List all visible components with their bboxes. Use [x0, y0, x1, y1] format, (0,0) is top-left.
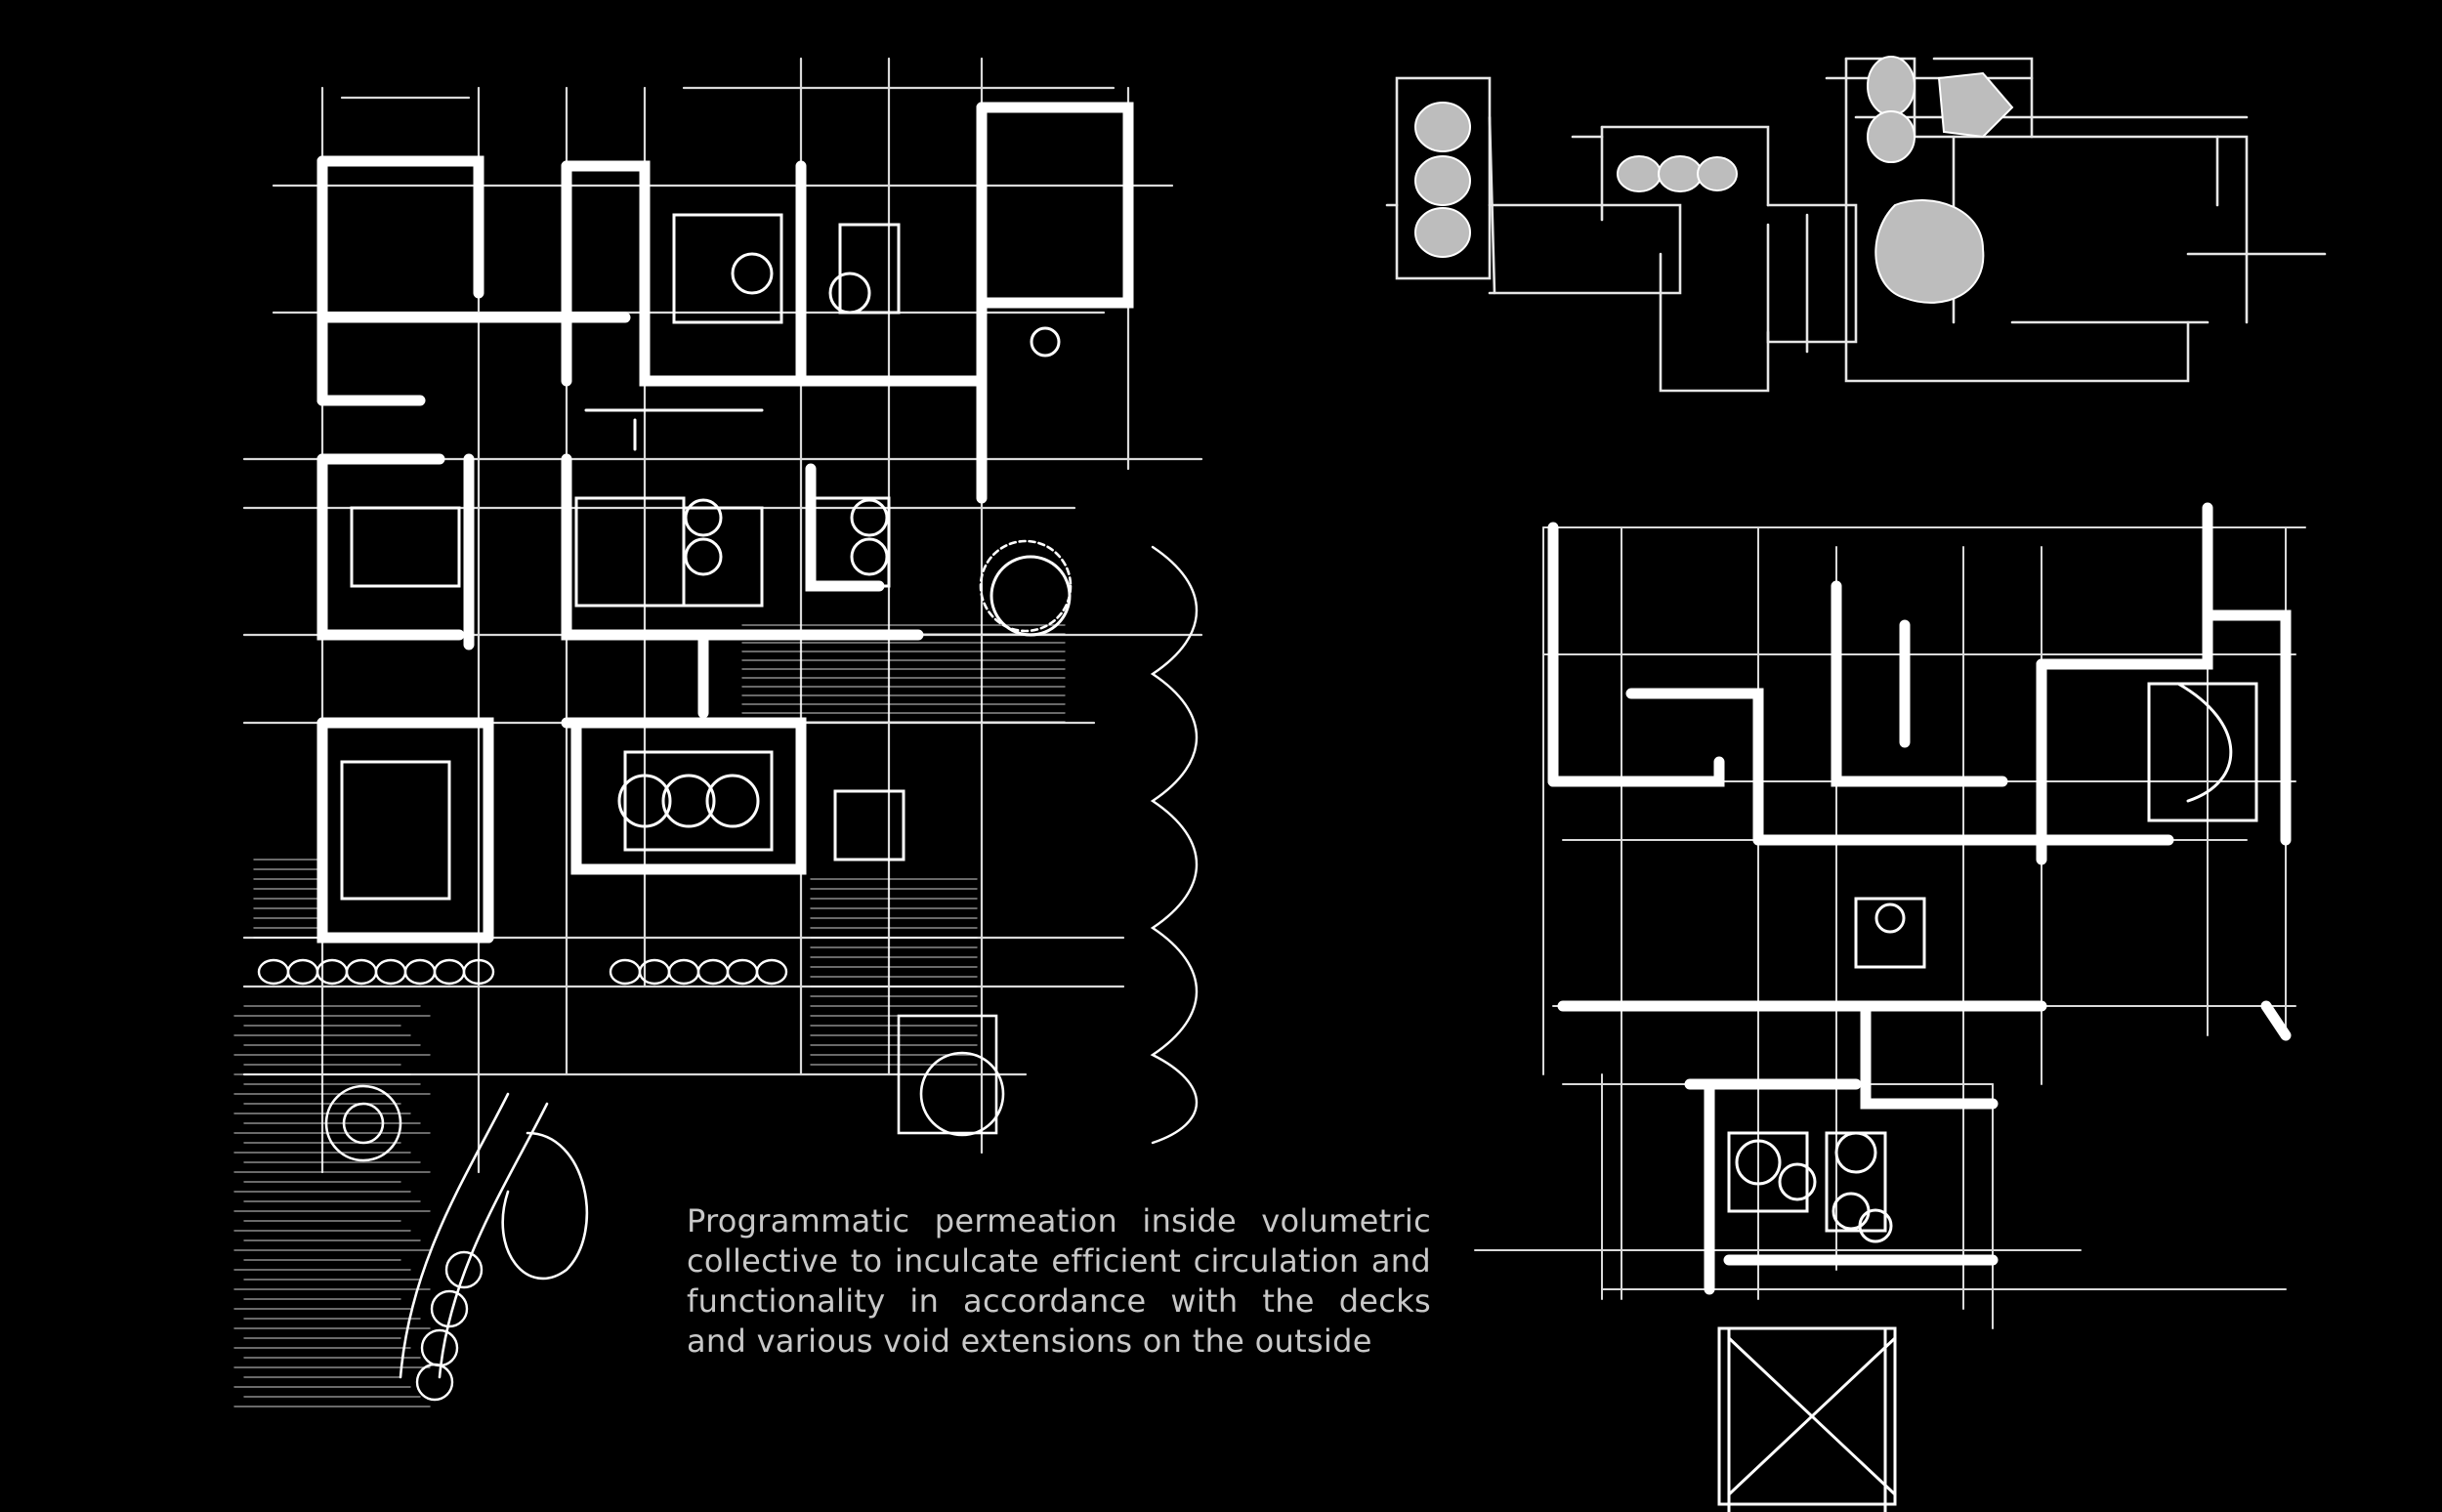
- upper-furniture: [1727, 682, 2258, 1243]
- furniture-outlines: [340, 213, 1072, 901]
- upper-construction-lines: [1474, 507, 2306, 1329]
- deck-hatching: [233, 624, 1066, 1407]
- caption-line-4: and various void extensions on the outsi…: [687, 1323, 1372, 1360]
- upper-walls: [1547, 502, 2292, 1295]
- scalloped-edge: [1150, 545, 1199, 1145]
- caption-line-1: Programmatic permeation inside volumetri…: [687, 1202, 1431, 1239]
- garden-path: [324, 539, 1073, 1379]
- caption-line-2: collective to inculcate efficient circul…: [687, 1242, 1431, 1280]
- planting-row: [257, 958, 788, 1402]
- grey-wash-fills: [1414, 56, 2014, 304]
- sketch-caption: Programmatic permeation inside volumetri…: [687, 1201, 1431, 1362]
- caption-line-3: functionality in accordance with the dec…: [687, 1282, 1431, 1320]
- entry-porch: [1717, 1326, 1897, 1512]
